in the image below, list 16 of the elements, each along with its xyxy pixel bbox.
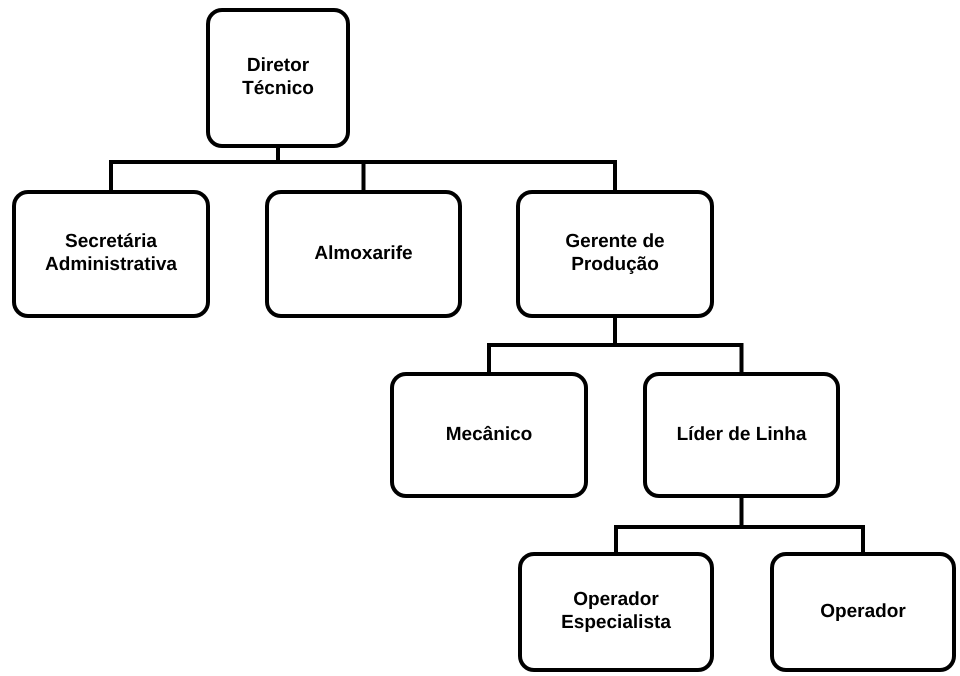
role-title: Operador [820, 600, 906, 624]
role-title: Líder de Linha [676, 424, 806, 446]
position-box [518, 552, 714, 672]
role-title: Gerente de Produção [564, 231, 666, 277]
position-box [643, 372, 840, 498]
role-title: Secretária Administrativa [44, 231, 178, 277]
role-title: Operador Especialista [560, 589, 672, 635]
position-box [206, 8, 350, 148]
position-box [265, 190, 462, 318]
position-box [12, 190, 210, 318]
role-title: Almoxarife [314, 242, 413, 266]
position-box [770, 552, 956, 672]
position-box [516, 190, 714, 318]
role-title: Mecânico [446, 424, 532, 446]
position-box [390, 372, 588, 498]
role-title: Diretor Técnico [241, 55, 315, 101]
